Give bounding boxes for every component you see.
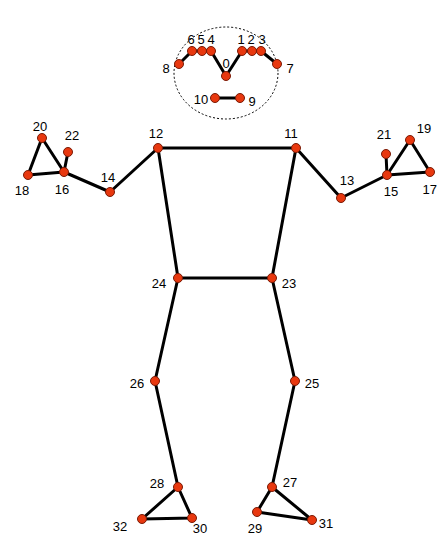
callout-number: 3	[258, 33, 265, 46]
callout-number: 29	[248, 522, 262, 535]
callout-number: 14	[101, 171, 115, 184]
landmark-dot	[308, 516, 317, 525]
callout-number: 4	[207, 33, 214, 46]
landmark-dot	[383, 171, 392, 180]
callout-number: 0	[222, 57, 229, 70]
landmark-dot	[426, 168, 435, 177]
callout-number: 23	[282, 277, 296, 290]
landmark-dot	[138, 515, 147, 524]
landmark-dot	[268, 483, 277, 492]
callout-number: 8	[162, 62, 169, 75]
callout-number: 25	[305, 377, 319, 390]
landmark-dot	[151, 377, 160, 386]
callout-number: 5	[197, 33, 204, 46]
face-outline	[174, 27, 278, 119]
callout-number: 31	[319, 517, 333, 530]
landmark-dot	[238, 47, 247, 56]
landmark-dot	[382, 150, 391, 159]
callout-number: 6	[187, 33, 194, 46]
landmark-dot	[337, 194, 346, 203]
callout-number: 11	[284, 127, 298, 140]
callout-number: 10	[194, 93, 208, 106]
landmark-dot	[207, 47, 216, 56]
callout-number: 2	[247, 33, 254, 46]
landmark-dot	[60, 168, 69, 177]
landmark-dot	[24, 171, 33, 180]
landmark-dot	[175, 60, 184, 69]
callout-number: 21	[377, 128, 391, 141]
landmark-dot	[154, 144, 163, 153]
callout-number: 1	[237, 33, 244, 46]
landmark-dot	[174, 274, 183, 283]
landmark-dot	[291, 377, 300, 386]
callout-number: 13	[340, 174, 354, 187]
callout-number: 24	[152, 277, 166, 290]
landmark-dot	[253, 508, 262, 517]
landmark-dot	[188, 47, 197, 56]
callout-number: 15	[384, 185, 398, 198]
callout-number: 30	[193, 522, 207, 535]
callout-number: 22	[65, 129, 79, 142]
callout-number: 26	[130, 377, 144, 390]
callout-number: 16	[55, 183, 69, 196]
landmark-dot	[292, 144, 301, 153]
landmark-dot	[211, 94, 220, 103]
landmark-dot	[64, 148, 73, 157]
landmark-dot	[268, 274, 277, 283]
skeleton-lines	[28, 51, 430, 520]
landmark-dot	[248, 47, 257, 56]
callout-number: 19	[417, 122, 431, 135]
landmark-dot	[38, 134, 47, 143]
landmark-dot	[273, 60, 282, 69]
landmark-dot	[236, 94, 245, 103]
callout-number: 17	[423, 183, 437, 196]
callout-number: 28	[150, 477, 164, 490]
callout-number: 12	[149, 127, 163, 140]
landmark-dot	[106, 188, 115, 197]
landmark-dot	[257, 47, 266, 56]
landmark-dot	[174, 483, 183, 492]
landmark-dot	[222, 72, 231, 81]
landmark-dot	[198, 47, 207, 56]
callout-number: 20	[33, 120, 47, 133]
callout-number: 18	[15, 184, 29, 197]
landmark-dot	[406, 136, 415, 145]
callout-number: 32	[113, 520, 127, 533]
callout-number: 9	[248, 95, 255, 108]
callout-number: 7	[286, 62, 293, 75]
callout-number: 27	[283, 476, 297, 489]
